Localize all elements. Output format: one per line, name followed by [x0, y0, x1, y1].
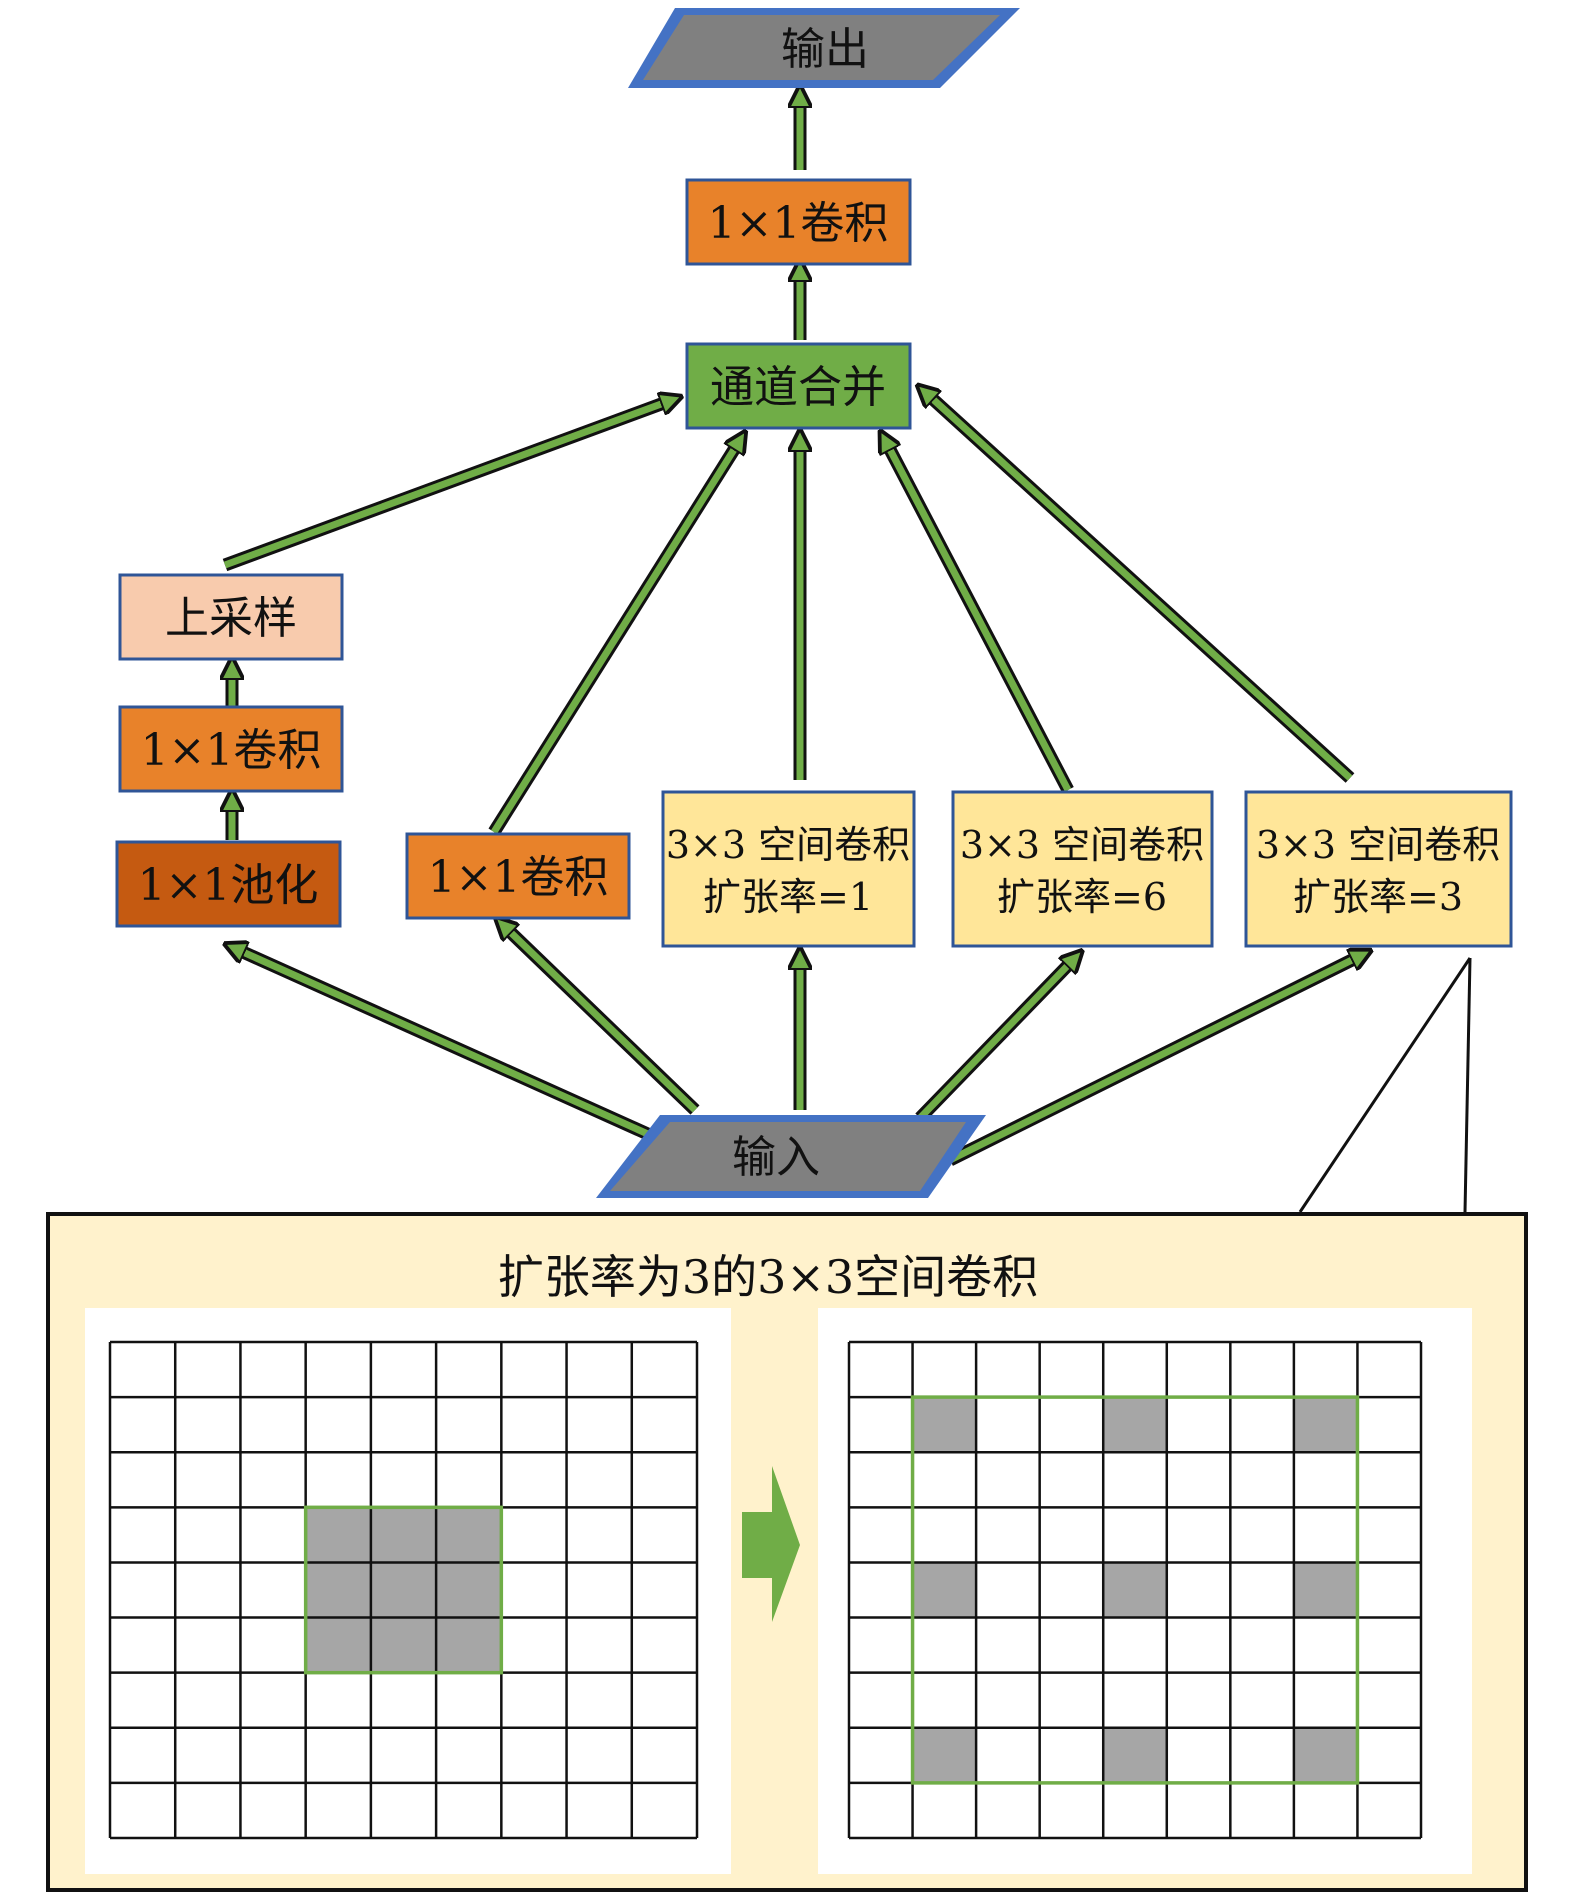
kernel-cell	[1103, 1562, 1167, 1618]
kernel-cell	[436, 1617, 502, 1673]
standard-kernel-grid	[108, 1340, 699, 1840]
kernel-cell	[370, 1507, 437, 1563]
atrous-rate3-box: 3×3 空间卷积 扩张率=3	[1244, 790, 1513, 948]
receptive-field-outline	[303, 1505, 504, 1675]
concat-box: 通道合并	[685, 342, 912, 430]
pool-box: 1×1池化	[115, 840, 342, 928]
kernel-cell	[305, 1562, 371, 1618]
transition-arrow-icon	[742, 1466, 800, 1622]
conv-left-label: 1×1卷积	[141, 725, 322, 776]
kernel-cell	[1293, 1562, 1358, 1618]
kernel-cell	[436, 1562, 502, 1618]
atrous-rate6-box: 3×3 空间卷积 扩张率=6	[951, 790, 1214, 948]
kernel-cell	[305, 1617, 371, 1673]
kernel-cell	[1103, 1397, 1167, 1453]
pool-label: 1×1池化	[138, 860, 319, 911]
output-label: 输出	[781, 24, 869, 75]
atrous-rate1-line2: 扩张率=1	[703, 875, 873, 919]
concat-label: 通道合并	[710, 362, 886, 413]
atrous-rate6-line2: 扩张率=6	[997, 875, 1167, 919]
conv-left-box: 1×1卷积	[118, 705, 344, 793]
conv-mid-box: 1×1卷积	[405, 832, 631, 920]
kernel-cell	[370, 1617, 437, 1673]
detail-title: 扩张率为3的3×3空间卷积	[498, 1250, 1038, 1304]
kernel-cell	[912, 1397, 977, 1453]
conv-mid-label: 1×1卷积	[428, 852, 609, 903]
output-node: 输出	[628, 8, 1020, 88]
callout-connector	[1298, 957, 1472, 1213]
arrows	[225, 96, 1362, 1166]
kernel-cell	[370, 1562, 437, 1618]
kernel-cell	[912, 1727, 977, 1783]
receptive-field-outline	[910, 1395, 1360, 1785]
atrous-rate1-line1: 3×3 空间卷积	[666, 823, 910, 867]
atrous-rate3-line1: 3×3 空间卷积	[1256, 823, 1500, 867]
input-node: 输入	[596, 1115, 986, 1198]
conv-top-label: 1×1卷积	[708, 198, 889, 249]
kernel-cell	[1293, 1397, 1358, 1453]
kernel-cell	[305, 1507, 371, 1563]
kernel-cell	[1103, 1727, 1167, 1783]
kernel-cell	[1293, 1727, 1358, 1783]
detail-panel: 扩张率为3的3×3空间卷积	[46, 1212, 1528, 1892]
dilated-kernel-grid	[847, 1340, 1423, 1840]
atrous-rate3-line2: 扩张率=3	[1293, 875, 1463, 919]
atrous-rate6-line1: 3×3 空间卷积	[960, 823, 1204, 867]
kernel-cell	[912, 1562, 977, 1618]
atrous-rate1-box: 3×3 空间卷积 扩张率=1	[661, 790, 916, 948]
upsample-label: 上采样	[165, 593, 297, 644]
upsample-box: 上采样	[118, 573, 344, 661]
kernel-cell	[436, 1507, 502, 1563]
input-label: 输入	[732, 1132, 820, 1183]
conv-top-box: 1×1卷积	[685, 178, 912, 266]
